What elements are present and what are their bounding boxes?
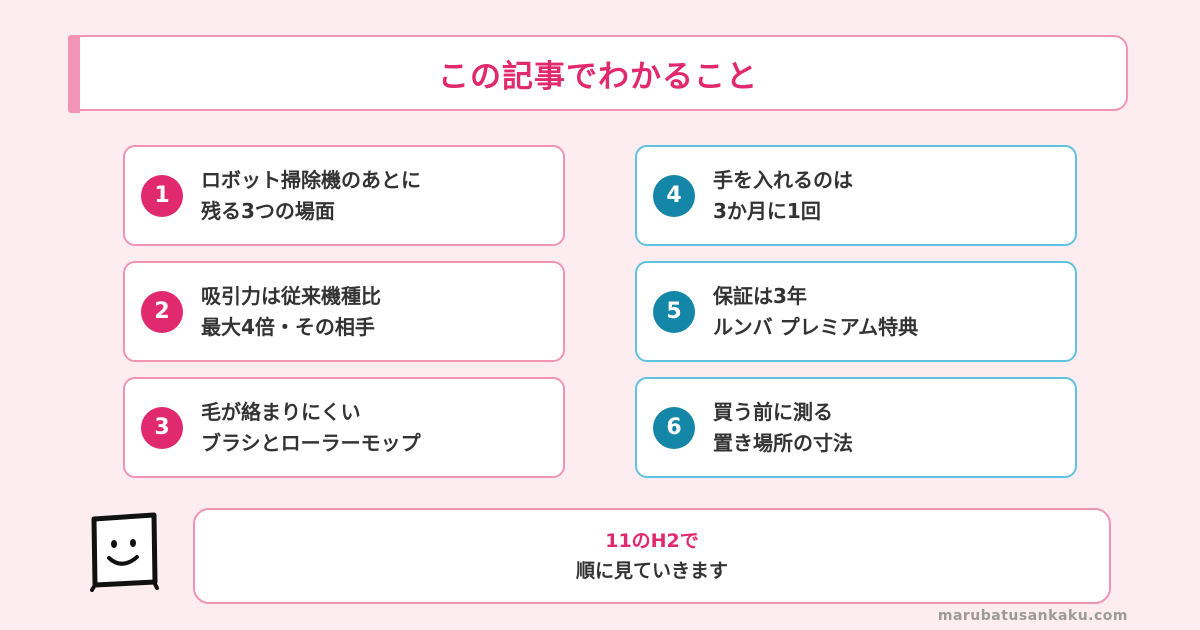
card-line-1: ロボット掃除機のあとに: [201, 167, 421, 192]
number-badge: 3: [141, 406, 183, 449]
point-card-2: 2 吸引力は従来機種比 最大4倍・その相手: [123, 261, 565, 362]
point-card-4: 4 手を入れるのは 3か月に1回: [635, 145, 1077, 246]
card-line-2: 置き場所の寸法: [713, 430, 853, 455]
point-card-6: 6 買う前に測る 置き場所の寸法: [635, 377, 1077, 478]
point-card-3: 3 毛が絡まりにくい ブラシとローラーモップ: [123, 377, 565, 478]
card-text: 保証は3年 ルンバ プレミアム特典: [713, 281, 918, 343]
card-line-1: 吸引力は従来機種比: [201, 283, 381, 308]
number-badge: 1: [141, 174, 183, 217]
card-line-2: 最大4倍・その相手: [201, 314, 375, 339]
bubble-text: 順に見ていきます: [575, 560, 728, 582]
card-line-1: 保証は3年: [713, 283, 807, 308]
card-text: 毛が絡まりにくい ブラシとローラーモップ: [201, 397, 421, 459]
point-card-1: 1 ロボット掃除機のあとに 残る3つの場面: [123, 145, 565, 246]
bubble-highlight-text: 11のH2で: [605, 529, 699, 552]
card-text: ロボット掃除機のあとに 残る3つの場面: [201, 165, 421, 227]
speech-bubble: 11のH2で 順に見ていきます: [193, 508, 1111, 604]
number-badge: 4: [653, 174, 695, 217]
card-line-2: 残る3つの場面: [201, 198, 335, 223]
page-title: この記事でわかること: [438, 58, 758, 95]
number-badge: 2: [141, 290, 183, 333]
number-badge: 5: [653, 290, 695, 333]
card-line-2: 3か月に1回: [713, 198, 821, 223]
card-text: 吸引力は従来機種比 最大4倍・その相手: [201, 281, 381, 343]
number-badge: 6: [653, 406, 695, 449]
title-box: この記事でわかること: [68, 35, 1128, 113]
point-card-5: 5 保証は3年 ルンバ プレミアム特典: [635, 261, 1077, 362]
card-line-1: 手を入れるのは: [713, 167, 853, 192]
card-line-2: ブラシとローラーモップ: [201, 430, 421, 455]
card-text: 手を入れるのは 3か月に1回: [713, 165, 853, 227]
card-line-2: ルンバ プレミアム特典: [713, 314, 919, 339]
card-line-1: 買う前に測る: [713, 399, 833, 424]
card-line-1: 毛が絡まりにくい: [201, 399, 361, 424]
mascot-icon: [90, 512, 159, 592]
card-text: 買う前に測る 置き場所の寸法: [713, 397, 853, 459]
title-accent-bar: [68, 35, 80, 113]
site-url: marubatusankaku.com: [937, 608, 1128, 624]
